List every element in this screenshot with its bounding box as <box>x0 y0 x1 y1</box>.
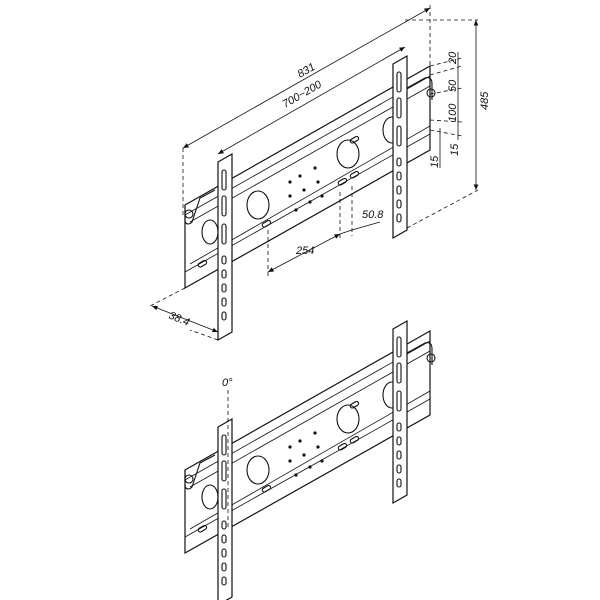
dim-hole-spacing-horizontal: 254 <box>295 245 314 257</box>
dim-top-offset: 20 <box>447 51 459 65</box>
dimension-lines <box>149 5 479 530</box>
dim-lower-gap-b: 15 <box>449 143 461 156</box>
angle-label: 0° <box>222 377 233 389</box>
dim-overall-width: 831 <box>296 61 318 81</box>
dim-lower-gap-a: 15 <box>429 155 441 168</box>
dim-hook-height: 50 <box>447 79 459 92</box>
mount-view-tilted <box>184 55 436 341</box>
mount-view-flat <box>184 320 436 600</box>
dim-hole-spacing-vertical: 100 <box>447 103 459 122</box>
dim-depth: 38.4 <box>167 310 191 329</box>
dim-slot-spacing: 50.8 <box>362 209 384 221</box>
dim-total-height: 485 <box>479 91 491 110</box>
